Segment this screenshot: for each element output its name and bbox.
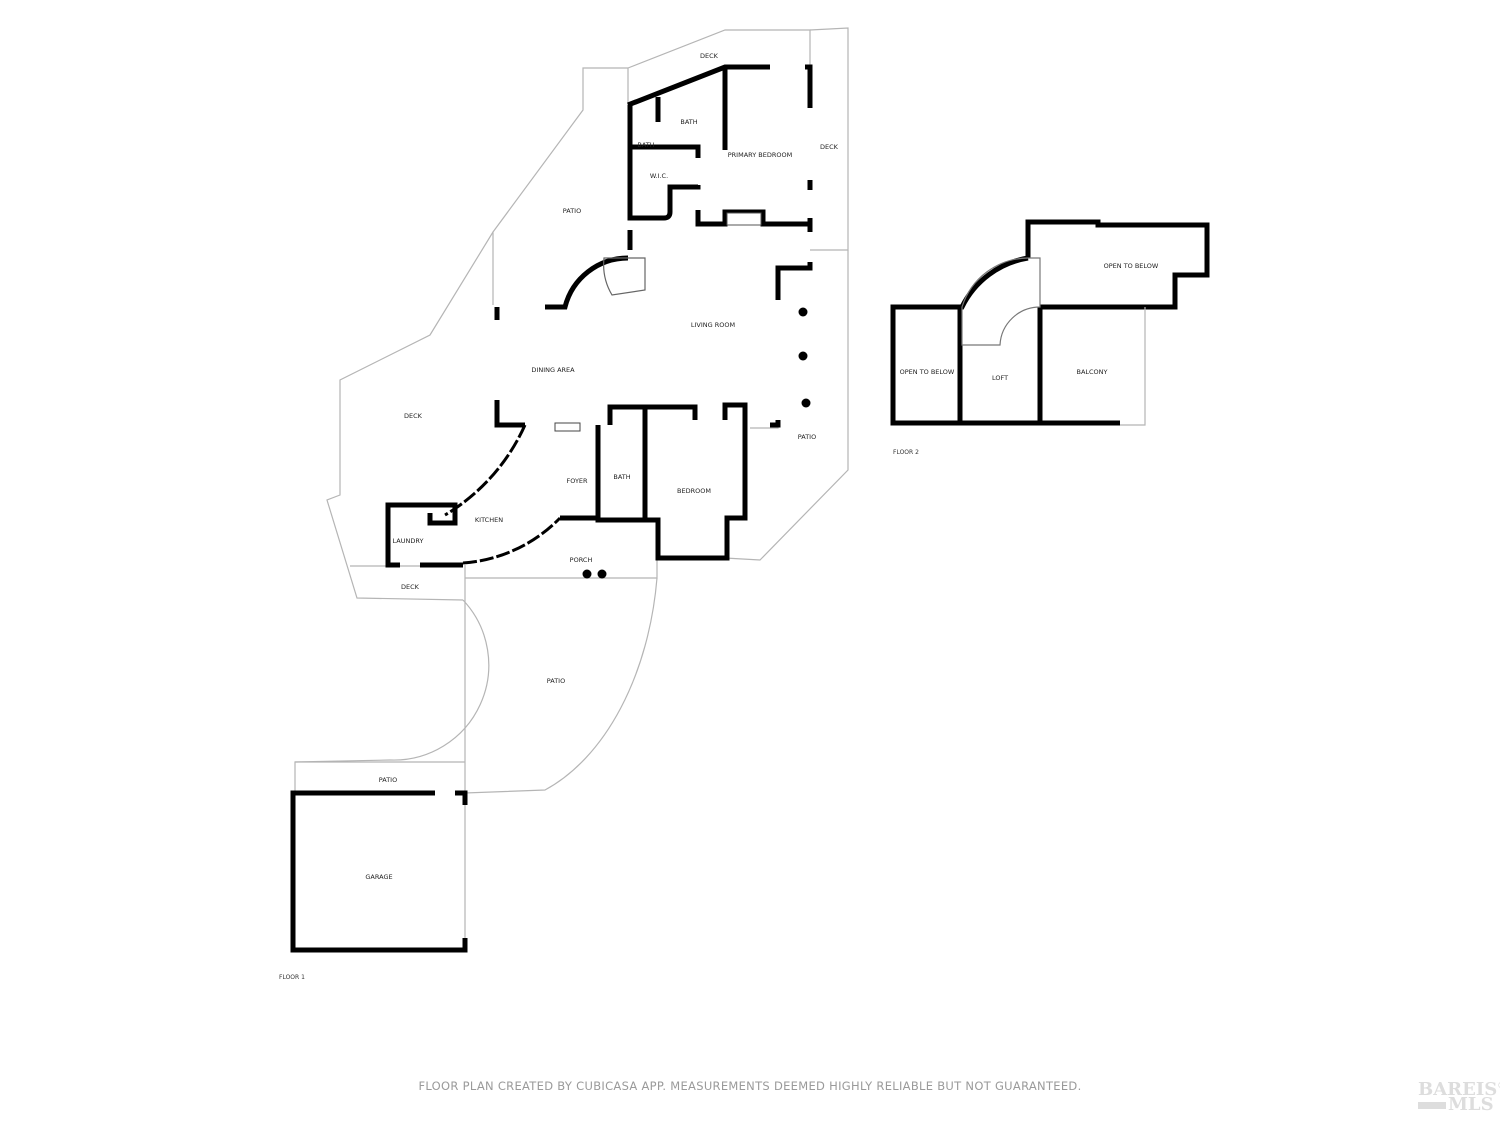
room-label-living-room: LIVING ROOM <box>691 321 735 329</box>
room-labels: DECK BATH BATH PRIMARY BEDROOM DECK W.I.… <box>279 52 1159 981</box>
room-label-bath: BATH <box>680 118 697 126</box>
room-label-bath-lower: BATH <box>613 473 630 481</box>
room-label-deck-left: DECK <box>404 412 423 420</box>
room-label-dining-area: DINING AREA <box>531 366 575 374</box>
logo-line1: BAREIS <box>1418 1079 1498 1100</box>
room-label-patio-bottom: PATIO <box>379 776 397 784</box>
room-label-bath-small: BATH <box>637 141 654 149</box>
disclaimer-footer: FLOOR PLAN CREATED BY CUBICASA APP. MEAS… <box>418 1079 1082 1093</box>
room-label-patio-right: PATIO <box>798 433 816 441</box>
floor1-label: FLOOR 1 <box>279 974 305 981</box>
room-label-garage: GARAGE <box>365 873 392 881</box>
floor2-walls <box>890 219 1210 426</box>
room-label-deck-right: DECK <box>820 143 839 151</box>
floor2-label: FLOOR 2 <box>893 449 919 456</box>
room-label-primary-bedroom: PRIMARY BEDROOM <box>728 151 792 159</box>
room-label-open-to-below-top: OPEN TO BELOW <box>1104 262 1159 270</box>
room-label-kitchen: KITCHEN <box>475 516 503 524</box>
room-label-open-to-below-left: OPEN TO BELOW <box>900 368 955 376</box>
room-label-loft: LOFT <box>992 374 1008 382</box>
room-label-wic: W.I.C. <box>650 172 668 180</box>
room-label-laundry: LAUNDRY <box>393 537 424 545</box>
room-label-balcony: BALCONY <box>1076 368 1107 376</box>
columns <box>582 307 811 579</box>
room-label-porch: PORCH <box>570 556 593 564</box>
room-label-bedroom: BEDROOM <box>677 487 711 495</box>
logo-mark: ® <box>1497 1080 1500 1090</box>
room-label-patio-center: PATIO <box>547 677 565 685</box>
fireplace <box>726 212 762 226</box>
logo-line2: MLS <box>1448 1094 1494 1115</box>
room-label-deck-top: DECK <box>700 52 719 60</box>
floor1-walls <box>385 64 813 568</box>
room-label-patio-top: PATIO <box>563 207 581 215</box>
room-label-deck-bottom: DECK <box>401 583 420 591</box>
garage-walls <box>290 790 468 953</box>
bareis-mls-logo: BAREIS® MLS <box>1418 1078 1500 1115</box>
room-label-foyer: FOYER <box>566 477 588 485</box>
